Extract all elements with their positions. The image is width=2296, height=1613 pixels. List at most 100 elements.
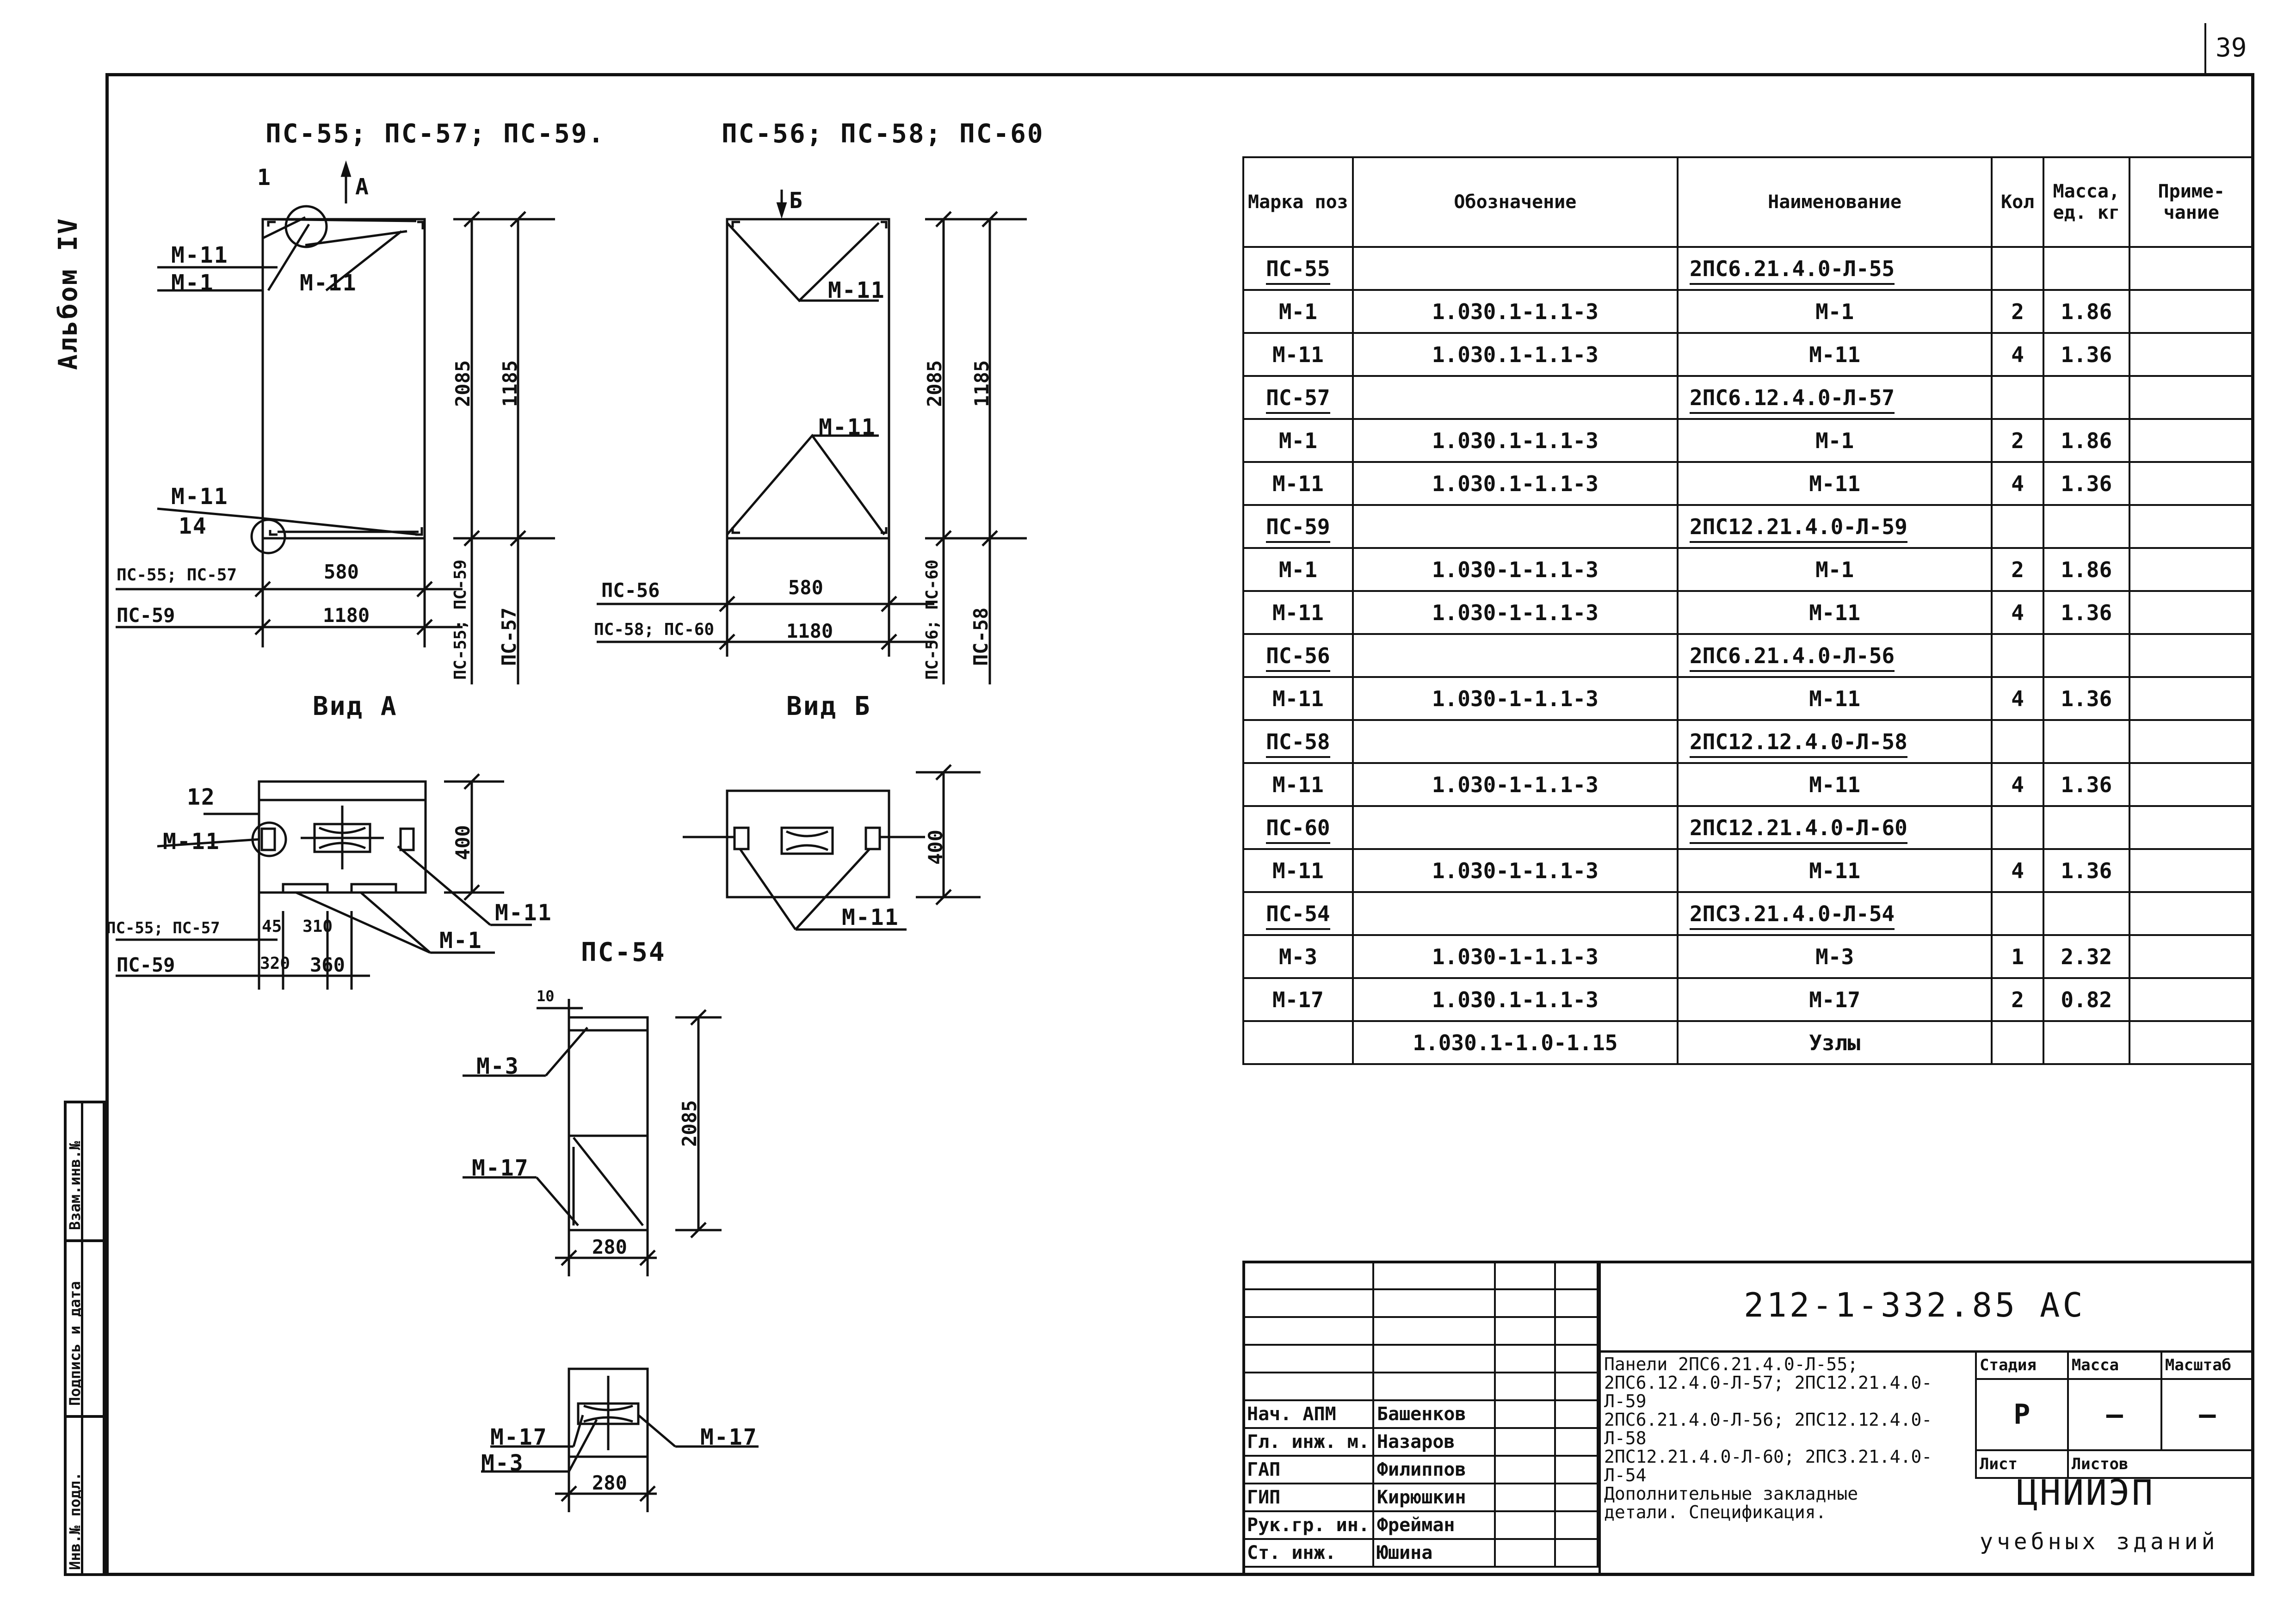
spec-cell-mass: 1.36 [2042,461,2130,506]
doc-suffix: АС [2040,1286,2086,1324]
spec-cell-note [2128,977,2255,1022]
side-stamp [64,1101,105,1576]
spec-cell-name: М-17 [1676,977,1993,1022]
spec-cell-code: 1.030-1-1.1-3 [1352,547,1679,592]
spec-cell-qty [1991,504,2044,549]
stage-value: Р [1975,1378,2069,1451]
spec-cell-name: М-1 [1676,547,1993,592]
dim-45: 45 [262,917,282,936]
spec-cell-code [1352,504,1679,549]
side-stamp-divider [81,1101,83,1576]
spec-cell-code [1352,891,1679,936]
panel1-diag-top [262,218,417,222]
spec-cell-code: 1.030.1-1.1-3 [1352,977,1679,1022]
spec-cell-note [2128,1020,2255,1065]
dim-v-ps56-60: ПС-56; ПС-60 [923,559,942,680]
spec-cell-note [2128,289,2255,334]
org-subtitle: учебных зданий [1980,1529,2219,1555]
dim-ps55-57: ПС-55; ПС-57 [117,566,237,585]
ps54-title: ПС-54 [581,937,666,967]
dim-1180-a: 1180 [323,604,370,627]
spec-cell-qty: 2 [1991,547,2044,592]
spec-header-row: Марка поз Обозначение Наименование Кол М… [1242,156,2255,248]
spec-cell-qty [1991,375,2044,420]
spec-cell-mass [2042,805,2130,850]
spec-cell-code: 1.030.1-1.1-3 [1352,461,1679,506]
callout-m11-a: М-11 [171,242,228,268]
callout-m17-a: М-17 [472,1155,529,1181]
spec-cell-mark: М-11 [1242,590,1354,635]
dim-280-a: 280 [592,1236,627,1258]
spec-cell-qty: 4 [1991,590,2044,635]
spec-cell-name: 2ПС6.21.4.0-Л-56 [1676,633,1993,678]
spec-header-qty: Кол [1991,156,2044,248]
spec-cell-mark: М-17 [1242,977,1354,1022]
dim-ps58-60: ПС-58; ПС-60 [594,620,715,639]
spec-cell-note [2128,504,2255,549]
dim-310: 310 [302,917,333,936]
spec-cell-mark: М-11 [1242,332,1354,377]
callout-m11-b: М-11 [300,270,357,296]
dim-ps55-57-b: ПС-55; ПС-57 [106,919,220,937]
callout-m17-b: М-17 [490,1424,548,1450]
spec-cell-mark: М-1 [1242,547,1354,592]
dim-v-ps57: ПС-57 [498,607,520,666]
callout-m11-h: М-11 [842,905,899,930]
spec-cell-mass: 1.36 [2042,590,2130,635]
spec-cell-qty: 4 [1991,676,2044,721]
doc-code: 212-1-332.85 [1744,1286,2018,1324]
spec-cell-name: М-1 [1676,418,1993,463]
spec-cell-code: 1.030-1-1.1-3 [1352,762,1679,807]
spec-cell-name: 2ПС3.21.4.0-Л-54 [1676,891,1993,936]
spec-cell-note [2128,676,2255,721]
spec-cell-qty: 2 [1991,289,2044,334]
spec-cell-name: 2ПС12.21.4.0-Л-59 [1676,504,1993,549]
spec-cell-qty: 2 [1991,418,2044,463]
spec-cell-mass: 2.32 [2042,934,2130,979]
callout-m1-a: М-1 [171,270,214,296]
spec-cell-note [2128,461,2255,506]
arrow-a-label: А [355,174,370,200]
spec-cell-mark: ПС-57 [1242,375,1354,420]
spec-cell-mark: ПС-54 [1242,891,1354,936]
panel2-outline [726,218,890,540]
spec-cell-mark: ПС-55 [1242,246,1354,291]
spec-cell-mass: 1.86 [2042,418,2130,463]
callout-m17-c: М-17 [700,1424,758,1450]
spec-cell-code: 1.030-1-1.1-3 [1352,934,1679,979]
callout-m11-e: М-11 [819,414,876,440]
spec-cell-name: 2ПС12.12.4.0-Л-58 [1676,719,1993,764]
dim-2085-a: 2085 [451,360,474,407]
dim-580-b: 580 [788,576,823,599]
spec-cell-note [2128,891,2255,936]
spec-cell-mark: М-3 [1242,934,1354,979]
spec-cell-name: М-11 [1676,590,1993,635]
spec-cell-name: 2ПС6.21.4.0-Л-55 [1676,246,1993,291]
spec-cell-mass [2042,375,2130,420]
callout-m11-d: М-11 [828,277,885,303]
spec-cell-qty [1991,633,2044,678]
spec-cell-mark: М-11 [1242,762,1354,807]
spec-cell-mass [2042,246,2130,291]
callout-1: 1 [257,165,272,191]
spec-cell-qty [1991,805,2044,850]
spec-cell-mark: ПС-56 [1242,633,1354,678]
spec-cell-mass: 1.86 [2042,289,2130,334]
sheet-number: 39 [2216,33,2247,63]
spec-cell-qty [1991,891,2044,936]
callout-12: 12 [187,784,216,810]
callout-m11-c: М-11 [171,484,228,510]
spec-header-name: Наименование [1676,156,1993,248]
spec-cell-code [1352,375,1679,420]
callout-m3-a: М-3 [476,1053,519,1079]
spec-cell-mass [2042,891,2130,936]
org-name: ЦНИИЭП [2017,1472,2155,1513]
spec-group-row: ПС-56 2ПС6.21.4.0-Л-56 [1242,633,2255,678]
spec-cell-note [2128,332,2255,377]
